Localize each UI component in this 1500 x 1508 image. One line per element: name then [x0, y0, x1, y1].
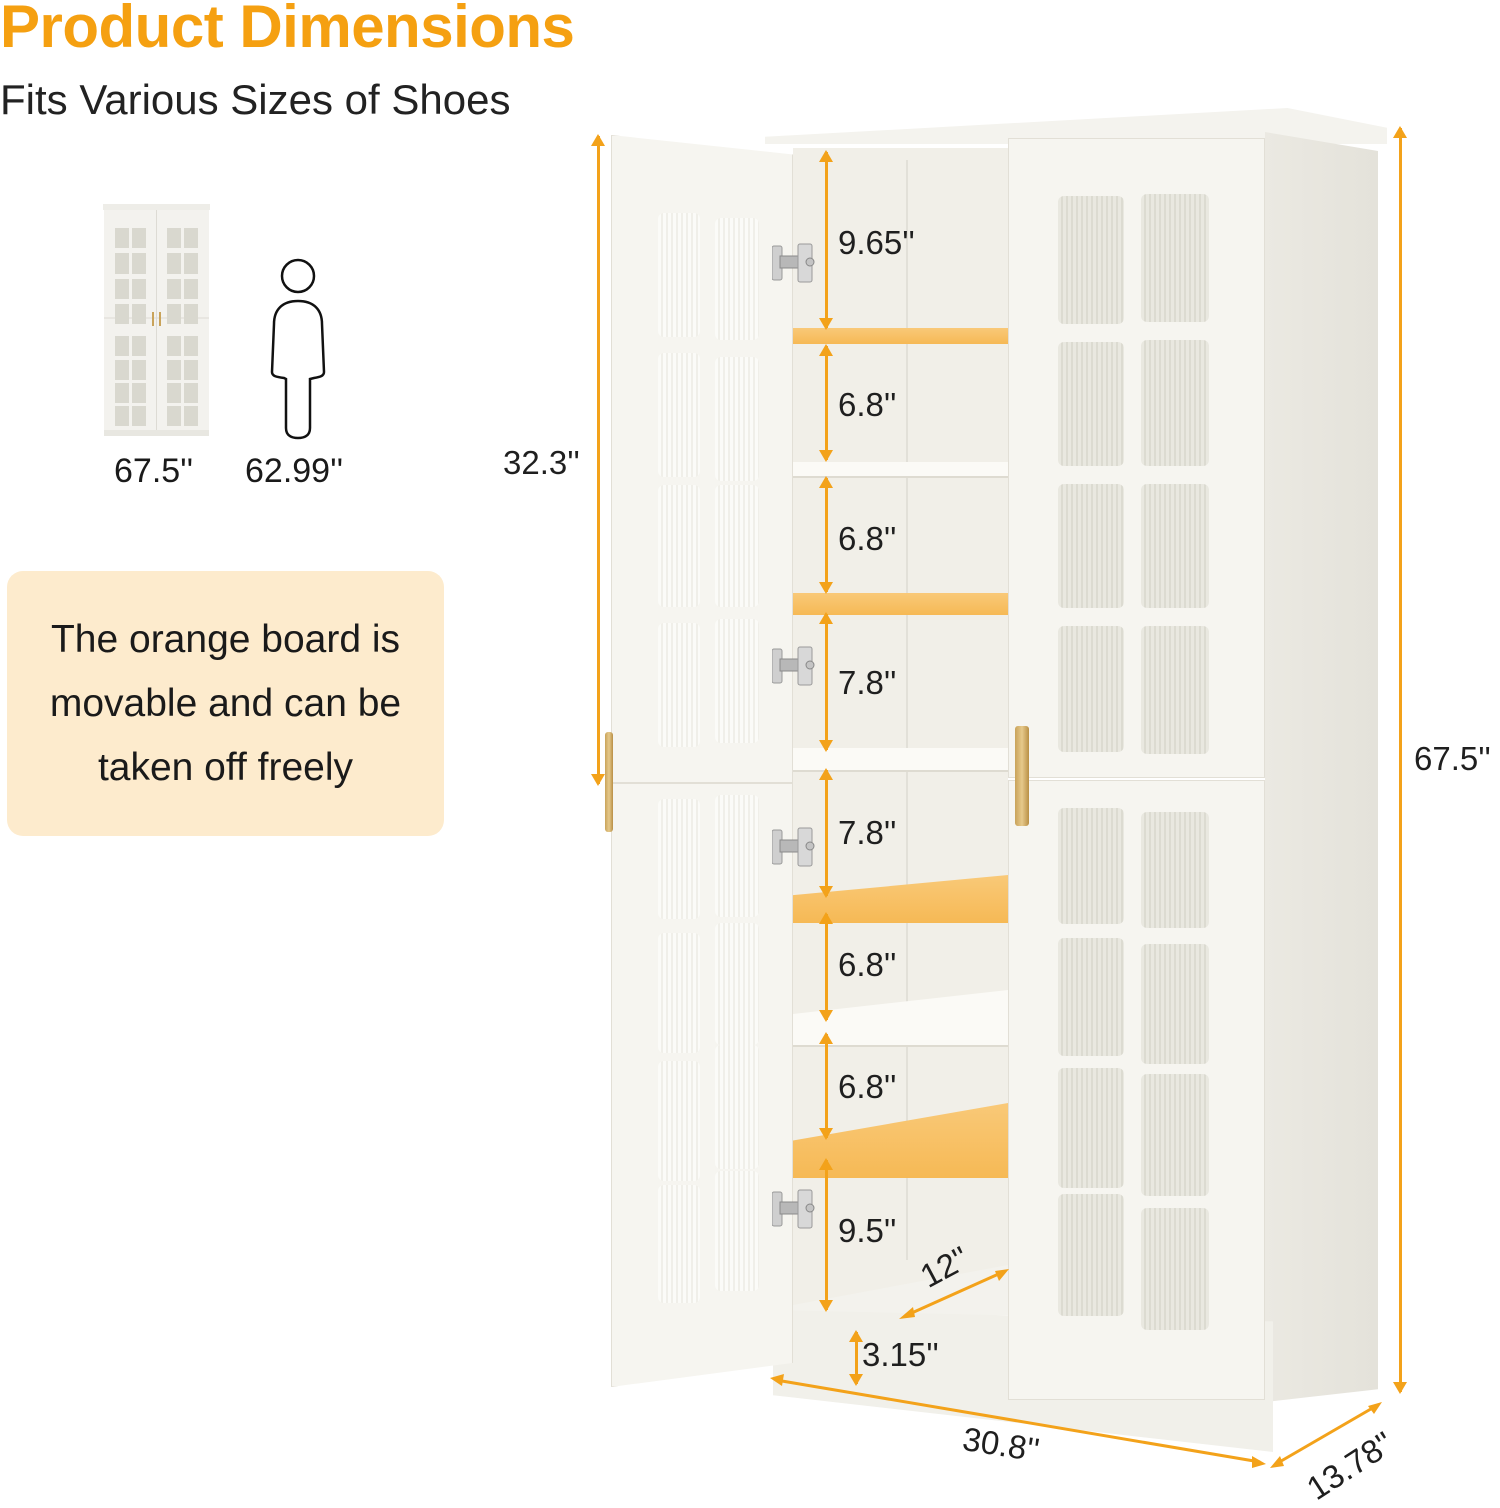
page-subtitle: Fits Various Sizes of Shoes [0, 76, 511, 123]
glass-pane [1058, 938, 1124, 1056]
glass-pane [1141, 1208, 1209, 1330]
note-line-2: movable and can be [49, 681, 402, 725]
glass-pane [1058, 1194, 1124, 1316]
hinge-icon [771, 826, 818, 868]
glass-pane [715, 1045, 759, 1169]
glass-pane [658, 213, 700, 337]
shelf-gap-label: 6.8'' [838, 946, 897, 983]
cabinet-side-panel [1265, 132, 1378, 1402]
door-height-arrow [591, 134, 605, 786]
glass-pane [1058, 1068, 1124, 1188]
person-height-label: 62.99'' [245, 452, 344, 490]
shelf-gap-label: 6.8'' [838, 386, 897, 423]
movable-shelf [793, 328, 1008, 344]
door-height-label: 32.3'' [503, 444, 580, 481]
inner-depth-arrow [899, 1269, 1009, 1319]
glass-pane [658, 1061, 700, 1181]
total-height-arrow [1393, 126, 1407, 1394]
glass-pane [715, 1171, 759, 1291]
mini-cabinet-icon [103, 204, 210, 437]
glass-pane [715, 619, 759, 743]
left-upper-door[interactable] [611, 135, 793, 783]
glass-pane [715, 218, 759, 340]
glass-pane [1141, 484, 1209, 608]
width-arrow [770, 1374, 1266, 1468]
page-title: Product Dimensions [0, 0, 575, 60]
glass-pane [715, 485, 759, 607]
shelf-gap-label: 7.8'' [838, 664, 897, 701]
shelf-gap-arrow [819, 912, 833, 1022]
shelf-gap-label: 6.8'' [838, 1068, 897, 1105]
base-height-arrow [849, 1330, 863, 1386]
glass-pane [658, 1185, 700, 1303]
shelf-gap-label: 9.5'' [838, 1212, 897, 1249]
glass-pane [1058, 342, 1124, 466]
shelf-gap-arrow [819, 476, 833, 594]
interior-divider [906, 160, 908, 1260]
shelf-gap-label: 6.8'' [838, 520, 897, 557]
glass-pane [658, 933, 700, 1053]
glass-pane [1058, 808, 1124, 924]
glass-pane [658, 485, 700, 607]
glass-pane [1141, 944, 1209, 1064]
glass-pane [658, 353, 700, 477]
depth-arrow [1270, 1402, 1382, 1468]
hinge-icon [771, 645, 818, 687]
shelf-gap-arrow [819, 1032, 833, 1140]
shelf-gap-arrow [819, 768, 833, 898]
glass-pane [658, 799, 700, 919]
glass-pane [1058, 196, 1124, 324]
glass-pane [1141, 340, 1209, 466]
hinge-icon [771, 1188, 818, 1230]
note-line-1: The orange board is [50, 617, 401, 661]
shelf-gap-arrow [819, 150, 833, 330]
glass-pane [658, 623, 700, 747]
shelf-gap-label: 7.8'' [838, 814, 897, 851]
movable-shelf [793, 593, 1008, 615]
total-height-label: 67.5'' [1414, 740, 1491, 777]
left-lower-door[interactable] [611, 783, 793, 1387]
shelf-gap-arrow [819, 612, 833, 752]
glass-pane [1141, 194, 1209, 322]
right-lower-door[interactable] [1008, 780, 1265, 1400]
glass-pane [1058, 626, 1124, 752]
door-handle[interactable] [605, 732, 613, 832]
person-silhouette-icon [268, 258, 328, 440]
shelf-gap-arrow [819, 344, 833, 462]
glass-pane [1141, 812, 1209, 928]
shelf-gap-arrow [819, 1158, 833, 1312]
glass-pane [1058, 484, 1124, 608]
door-handle[interactable] [1015, 726, 1029, 826]
glass-pane [1141, 1074, 1209, 1196]
glass-pane [715, 795, 759, 917]
cabinet-height-label: 67.5'' [114, 452, 194, 490]
glass-pane [1141, 626, 1209, 754]
hinge-icon [771, 242, 818, 284]
shelf-gap-label: 9.65'' [838, 224, 915, 261]
movable-board-note: The orange board is movable and can be t… [7, 571, 444, 836]
glass-pane [715, 357, 759, 481]
glass-pane [715, 923, 759, 1045]
base-height-label: 3.15'' [862, 1336, 939, 1373]
right-upper-door[interactable] [1008, 138, 1265, 778]
note-line-3: taken off freely [97, 745, 354, 789]
fixed-shelf [793, 462, 1008, 478]
